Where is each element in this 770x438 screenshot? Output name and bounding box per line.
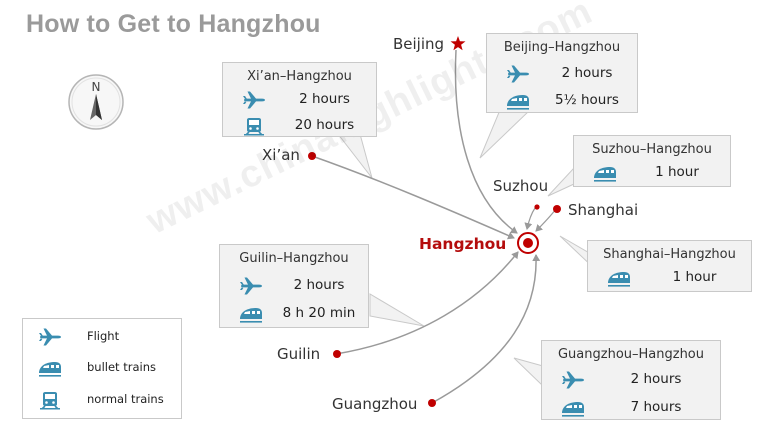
callout-beijing: Beijing–Hangzhou 2 hours 5½ hours bbox=[486, 33, 638, 113]
bullet-train-time: 5½ hours bbox=[555, 92, 619, 108]
pointer-guangzhou bbox=[513, 357, 544, 388]
normal-train-icon bbox=[37, 389, 63, 411]
legend-bullet-label: bullet trains bbox=[87, 360, 156, 374]
callout-title: Guangzhou–Hangzhou bbox=[557, 347, 704, 362]
callout-title: Xi’an–Hangzhou bbox=[247, 69, 352, 84]
flight-time: 2 hours bbox=[293, 277, 345, 293]
bullet-train-time: 1 hour bbox=[655, 164, 699, 180]
callout-guangzhou: Guangzhou–Hangzhou 2 hours 7 hours bbox=[541, 340, 721, 420]
flight-icon bbox=[37, 326, 63, 348]
compass-north-label: N bbox=[92, 80, 101, 94]
dot-suzhou bbox=[534, 204, 540, 210]
legend-normal-label: normal trains bbox=[87, 392, 164, 406]
normal-train-time: 20 hours bbox=[294, 117, 355, 133]
route-guangzhou bbox=[431, 254, 541, 404]
route-suzhou bbox=[524, 207, 536, 230]
dot-xian bbox=[308, 152, 316, 160]
flight-icon bbox=[238, 275, 264, 297]
city-xian: Xi’an bbox=[262, 146, 300, 164]
callout-xian: Xi’an–Hangzhou 2 hours 20 hours bbox=[222, 62, 377, 137]
dot-guilin bbox=[333, 350, 341, 358]
callout-guilin: Guilin–Hangzhou 2 hours 8 h 20 min bbox=[219, 244, 369, 328]
flight-icon bbox=[505, 63, 531, 85]
callout-title: Shanghai–Hangzhou bbox=[603, 247, 736, 262]
pointer-beijing bbox=[479, 109, 532, 159]
city-suzhou: Suzhou bbox=[493, 177, 549, 195]
dot-hangzhou-core bbox=[523, 238, 533, 248]
city-guilin: Guilin bbox=[277, 345, 321, 363]
compass-icon: N bbox=[68, 74, 124, 130]
city-beijing: Beijing bbox=[393, 35, 445, 53]
flight-icon bbox=[241, 89, 267, 111]
pointer-guilin bbox=[369, 293, 425, 327]
page-title: How to Get to Hangzhou bbox=[26, 10, 321, 38]
flight-time: 2 hours bbox=[630, 371, 682, 387]
callout-title: Suzhou–Hangzhou bbox=[592, 142, 712, 157]
city-shanghai: Shanghai bbox=[568, 201, 639, 219]
city-hangzhou: Hangzhou bbox=[419, 235, 507, 253]
bullet-train-time: 1 hour bbox=[672, 269, 717, 285]
bullet-train-icon bbox=[606, 267, 632, 289]
route-guilin bbox=[335, 251, 519, 355]
route-beijing bbox=[454, 49, 518, 234]
legend: Flight bullet trains normal trains bbox=[22, 318, 182, 419]
bullet-train-icon bbox=[592, 162, 618, 184]
beijing-star-icon bbox=[450, 36, 466, 51]
bullet-train-icon bbox=[560, 397, 586, 419]
route-xian bbox=[311, 155, 515, 240]
flight-icon bbox=[560, 369, 586, 391]
flight-time: 2 hours bbox=[561, 65, 613, 81]
callout-shanghai: Shanghai–Hangzhou 1 hour bbox=[587, 240, 752, 292]
city-guangzhou: Guangzhou bbox=[332, 395, 418, 413]
callout-title: Guilin–Hangzhou bbox=[239, 251, 349, 266]
route-shanghai bbox=[535, 208, 557, 232]
bullet-train-time: 7 hours bbox=[630, 399, 682, 415]
dot-guangzhou bbox=[428, 399, 436, 407]
flight-time: 2 hours bbox=[299, 91, 350, 107]
pointer-suzhou bbox=[547, 166, 575, 197]
callout-suzhou: Suzhou–Hangzhou 1 hour bbox=[573, 135, 731, 187]
bullet-train-icon bbox=[37, 357, 63, 379]
bullet-train-icon bbox=[505, 90, 531, 112]
normal-train-icon bbox=[241, 115, 267, 137]
dot-shanghai bbox=[553, 205, 561, 213]
legend-flight-label: Flight bbox=[87, 329, 120, 343]
callout-title: Beijing–Hangzhou bbox=[503, 40, 621, 55]
bullet-train-time: 8 h 20 min bbox=[282, 305, 356, 321]
bullet-train-icon bbox=[238, 303, 264, 325]
